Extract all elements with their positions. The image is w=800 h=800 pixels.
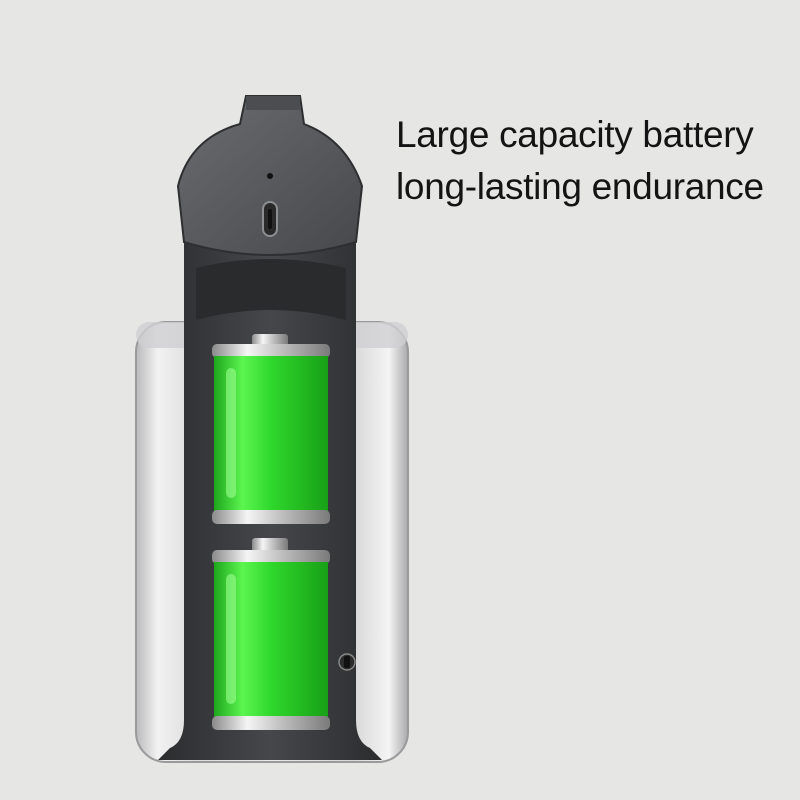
battery-icon bbox=[212, 538, 330, 730]
usb-port-icon bbox=[262, 201, 278, 237]
side-button bbox=[338, 653, 356, 671]
battery-icon bbox=[212, 334, 330, 524]
headline-line-1: Large capacity battery bbox=[396, 114, 754, 155]
headline-line-2: long-lasting endurance bbox=[396, 166, 764, 207]
indicator-led-icon bbox=[267, 173, 273, 179]
